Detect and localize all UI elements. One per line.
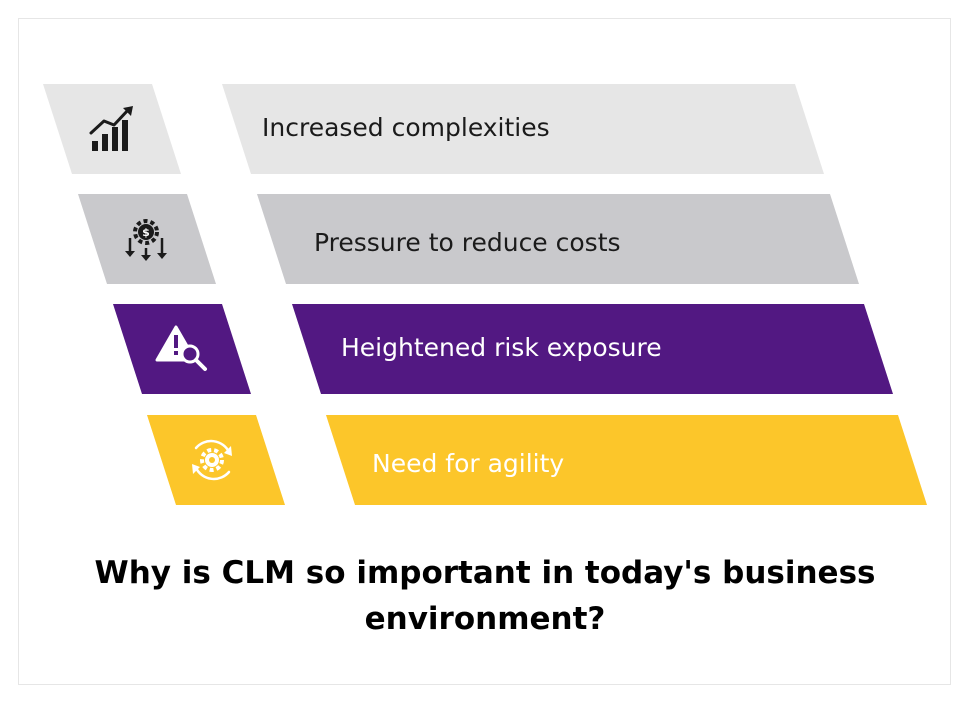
label-pressure-to-reduce-costs: Pressure to reduce costs [314,228,621,257]
svg-text:$: $ [142,226,150,239]
label-bar-2 [257,194,859,284]
diagram-caption: Why is CLM so important in today's busin… [94,555,876,637]
label-bar-1 [222,84,824,174]
row-heightened-risk-exposure: Heightened risk exposure [113,304,893,394]
label-heightened-risk-exposure: Heightened risk exposure [341,333,662,362]
agility-cycle-gear-icon [192,439,232,481]
row-increased-complexities: Increased complexities [43,84,824,174]
growth-chart-icon [89,106,133,151]
label-bar-4 [326,415,927,505]
label-bar-3 [292,304,893,394]
label-increased-complexities: Increased complexities [262,113,550,142]
row-pressure-to-reduce-costs: $ Pressure to reduce costs [78,194,859,284]
row-need-for-agility: Need for agility [147,415,927,505]
label-need-for-agility: Need for agility [372,449,564,478]
cost-reduction-gear-icon: $ [125,219,167,261]
risk-warning-magnifier-icon [155,325,207,371]
